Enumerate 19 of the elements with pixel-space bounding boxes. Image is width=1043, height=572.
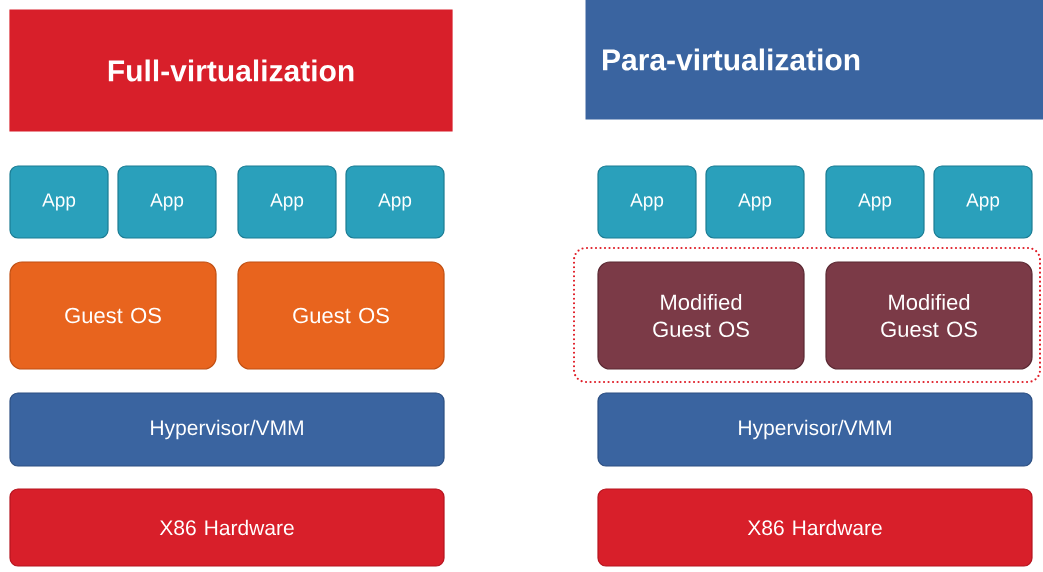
app-box: App [933, 165, 1033, 239]
app-box: App [345, 165, 445, 239]
app-box: App [117, 165, 217, 239]
app-box: App [825, 165, 925, 239]
title-banner: Full-virtualization [9, 9, 453, 132]
hypervisor-bar: Hypervisor/VMM [597, 392, 1033, 467]
guest-os-box: Modified Guest OS [597, 261, 805, 370]
app-box: App [705, 165, 805, 239]
app-box: App [9, 165, 109, 239]
group-outline [572, 246, 1042, 384]
app-box: App [237, 165, 337, 239]
app-box: App [597, 165, 697, 239]
guest-os-box: Guest OS [237, 261, 445, 370]
guest-os-box: Guest OS [9, 261, 217, 370]
hypervisor-bar: Hypervisor/VMM [9, 392, 445, 467]
guest-os-box: Modified Guest OS [825, 261, 1033, 370]
hardware-bar: X86 Hardware [597, 488, 1033, 567]
hardware-bar: X86 Hardware [9, 488, 445, 567]
title-banner: Para-virtualization [585, 0, 1043, 120]
